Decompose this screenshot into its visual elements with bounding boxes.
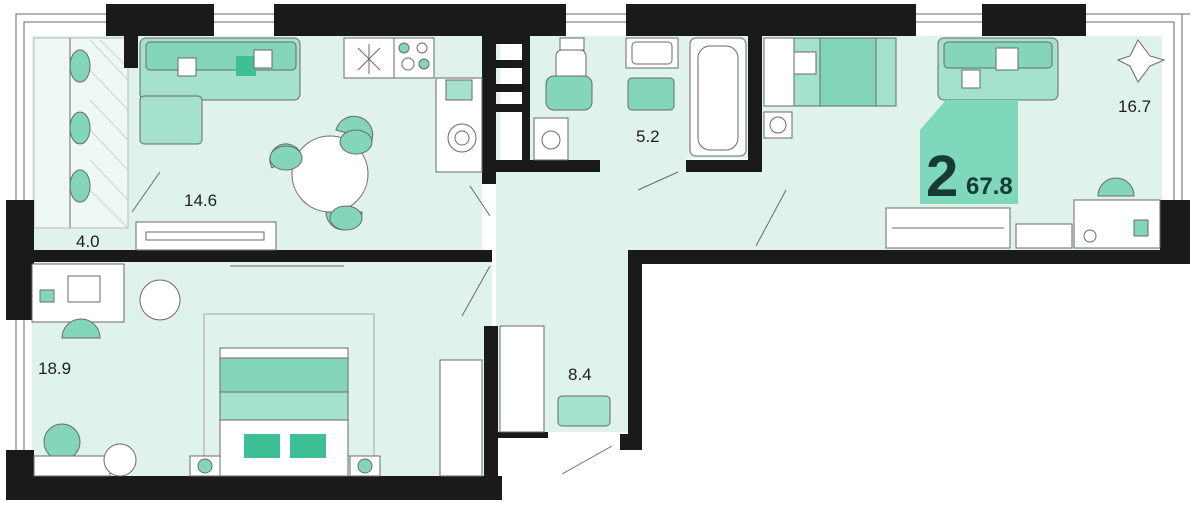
sofa-kitchen (139, 37, 301, 145)
plant-left (139, 279, 181, 321)
wardrobe-right (885, 207, 1073, 249)
cooktop (343, 37, 435, 79)
room-label-bedroom-right: 16.7 (1118, 97, 1151, 116)
nightstands (189, 455, 381, 477)
balcony-chairs (69, 49, 91, 203)
sofa-right (937, 37, 1059, 101)
desk-right (1073, 177, 1161, 249)
doormat (557, 395, 611, 427)
hall-wardrobe (499, 325, 545, 433)
bed-right (763, 37, 897, 139)
sink-bath (625, 37, 679, 111)
bathtub (689, 37, 747, 157)
window-frames (15, 13, 1190, 450)
armchair-left (33, 423, 137, 477)
bed-left (219, 347, 349, 477)
room-label-bathroom: 5.2 (636, 127, 660, 146)
rooms-count: 2 (926, 144, 958, 209)
plant-right (1116, 39, 1166, 83)
kitchen-counter (435, 77, 483, 173)
wardrobe-left (439, 359, 483, 477)
desk-left (31, 263, 125, 339)
room-labels: 4.0 14.6 5.2 16.7 18.9 8.4 (38, 97, 1151, 384)
room-label-balcony: 4.0 (76, 232, 100, 251)
total-area: 67.8 (966, 173, 1013, 200)
area-badge (920, 100, 1018, 204)
walls (6, 4, 1190, 500)
washer (533, 117, 569, 161)
dining-table (269, 115, 374, 231)
apartment-badge: 2 67.8 (926, 144, 1013, 209)
room-label-bedroom-left: 18.9 (38, 359, 71, 378)
room-label-kitchen-living: 14.6 (184, 191, 217, 210)
room-label-hallway: 8.4 (568, 365, 592, 384)
toilet (545, 37, 593, 111)
doors (131, 171, 787, 475)
tv-unit-kitchen (135, 221, 277, 251)
